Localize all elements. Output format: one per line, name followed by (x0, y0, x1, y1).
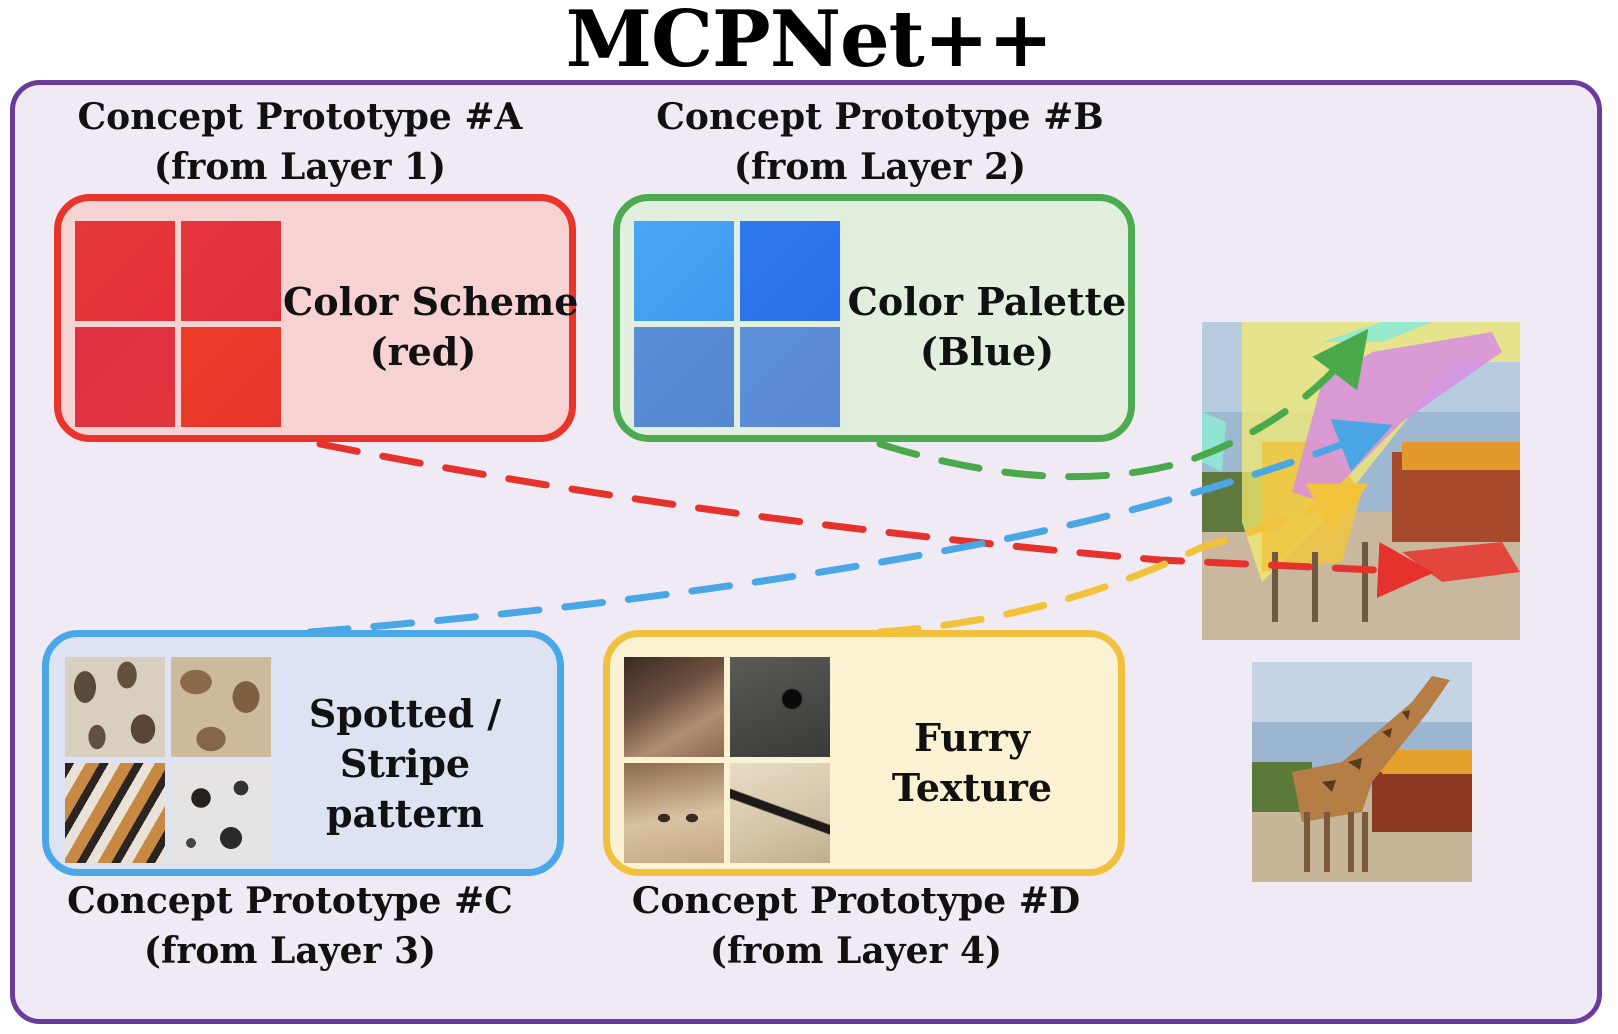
prototype-c-caption-line1: Concept Prototype #C (67, 880, 513, 922)
prototype-b-caption-line1: Concept Prototype #B (656, 96, 1104, 138)
blue-patch-2 (740, 221, 840, 321)
original-giraffe-drawing (1252, 662, 1472, 882)
red-patch-4 (181, 327, 281, 427)
prototype-d-label: Furry Texture (832, 713, 1112, 813)
prototype-a-label-line1: Color Scheme (283, 279, 579, 324)
yellow-concept-arrow (876, 483, 1369, 636)
prototype-a-label: Color Scheme (red) (283, 277, 579, 377)
prototype-d-box: Furry Texture (603, 630, 1125, 876)
giraffe-patches-patch (171, 657, 271, 757)
prototype-a-box: Color Scheme (red) (54, 194, 579, 442)
blue-concept-arrow (306, 419, 1394, 636)
animal-nose-patch (730, 763, 830, 863)
prototype-c-patch-grid (65, 657, 271, 863)
prototype-b-label-line1: Color Palette (847, 279, 1127, 324)
prototype-c-box: Spotted / Stripe pattern (42, 630, 564, 876)
giraffe-muzzle-patch (624, 763, 724, 863)
prototype-a-caption-line1: Concept Prototype #A (77, 96, 523, 138)
prototype-a-caption: Concept Prototype #A (from Layer 1) (60, 92, 540, 192)
prototype-d-patch-grid (624, 657, 830, 863)
prototype-a-caption-line2: (from Layer 1) (153, 146, 447, 188)
prototype-c-label: Spotted / Stripe pattern (285, 689, 525, 839)
prototype-c-caption-line2: (from Layer 3) (143, 930, 437, 972)
prototype-d-label-line1: Furry (913, 715, 1031, 760)
tiger-stripes-patch (65, 763, 165, 863)
blue-patch-4 (740, 327, 840, 427)
prototype-d-caption-line1: Concept Prototype #D (631, 880, 1081, 922)
prototype-b-label: Color Palette (Blue) (842, 277, 1132, 377)
green-concept-arrow (876, 328, 1369, 481)
prototype-d-caption-line2: (from Layer 4) (709, 930, 1003, 972)
animal-eye-patch (730, 657, 830, 757)
red-patch-2 (181, 221, 281, 321)
prototype-c-label-line2: Stripe (339, 741, 471, 786)
prototype-b-patch-grid (634, 221, 840, 427)
prototype-c-label-line1: Spotted / (308, 691, 502, 736)
prototype-b-caption: Concept Prototype #B (from Layer 2) (640, 92, 1120, 192)
red-patch-1 (75, 221, 175, 321)
prototype-c-label-line3: pattern (325, 791, 485, 836)
prototype-d-caption: Concept Prototype #D (from Layer 4) (616, 876, 1096, 976)
prototype-d-label-line2: Texture (891, 765, 1053, 810)
prototype-b-caption-line2: (from Layer 2) (733, 146, 1027, 188)
giraffe-spots-patch (65, 657, 165, 757)
prototype-a-patch-grid (75, 221, 281, 427)
cow-spots-patch (171, 763, 271, 863)
prototype-b-label-line2: (Blue) (919, 329, 1055, 374)
red-concept-arrow (316, 440, 1434, 599)
prototype-a-label-line2: (red) (369, 329, 477, 374)
diagram-title: MCPNet++ (565, 0, 1054, 85)
prototype-b-box: Color Palette (Blue) (613, 194, 1135, 442)
fur-closeup-patch (624, 657, 724, 757)
prototype-c-caption: Concept Prototype #C (from Layer 3) (50, 876, 530, 976)
red-patch-3 (75, 327, 175, 427)
blue-patch-3 (634, 327, 734, 427)
original-giraffe-image (1252, 662, 1472, 882)
blue-patch-1 (634, 221, 734, 321)
